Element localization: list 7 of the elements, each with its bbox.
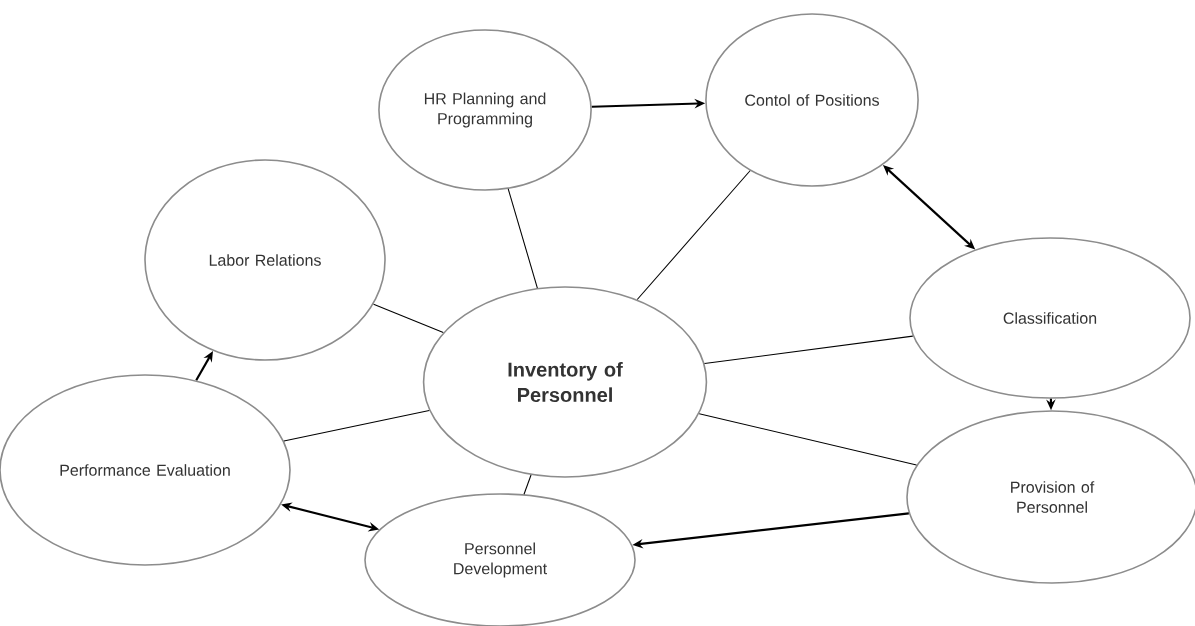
connector-line (523, 474, 532, 495)
connector-line (698, 413, 918, 466)
connector-line (704, 335, 914, 365)
connector-line (373, 303, 444, 334)
connector-line (507, 188, 538, 289)
connector-line (636, 170, 751, 301)
connector-line (283, 409, 430, 442)
